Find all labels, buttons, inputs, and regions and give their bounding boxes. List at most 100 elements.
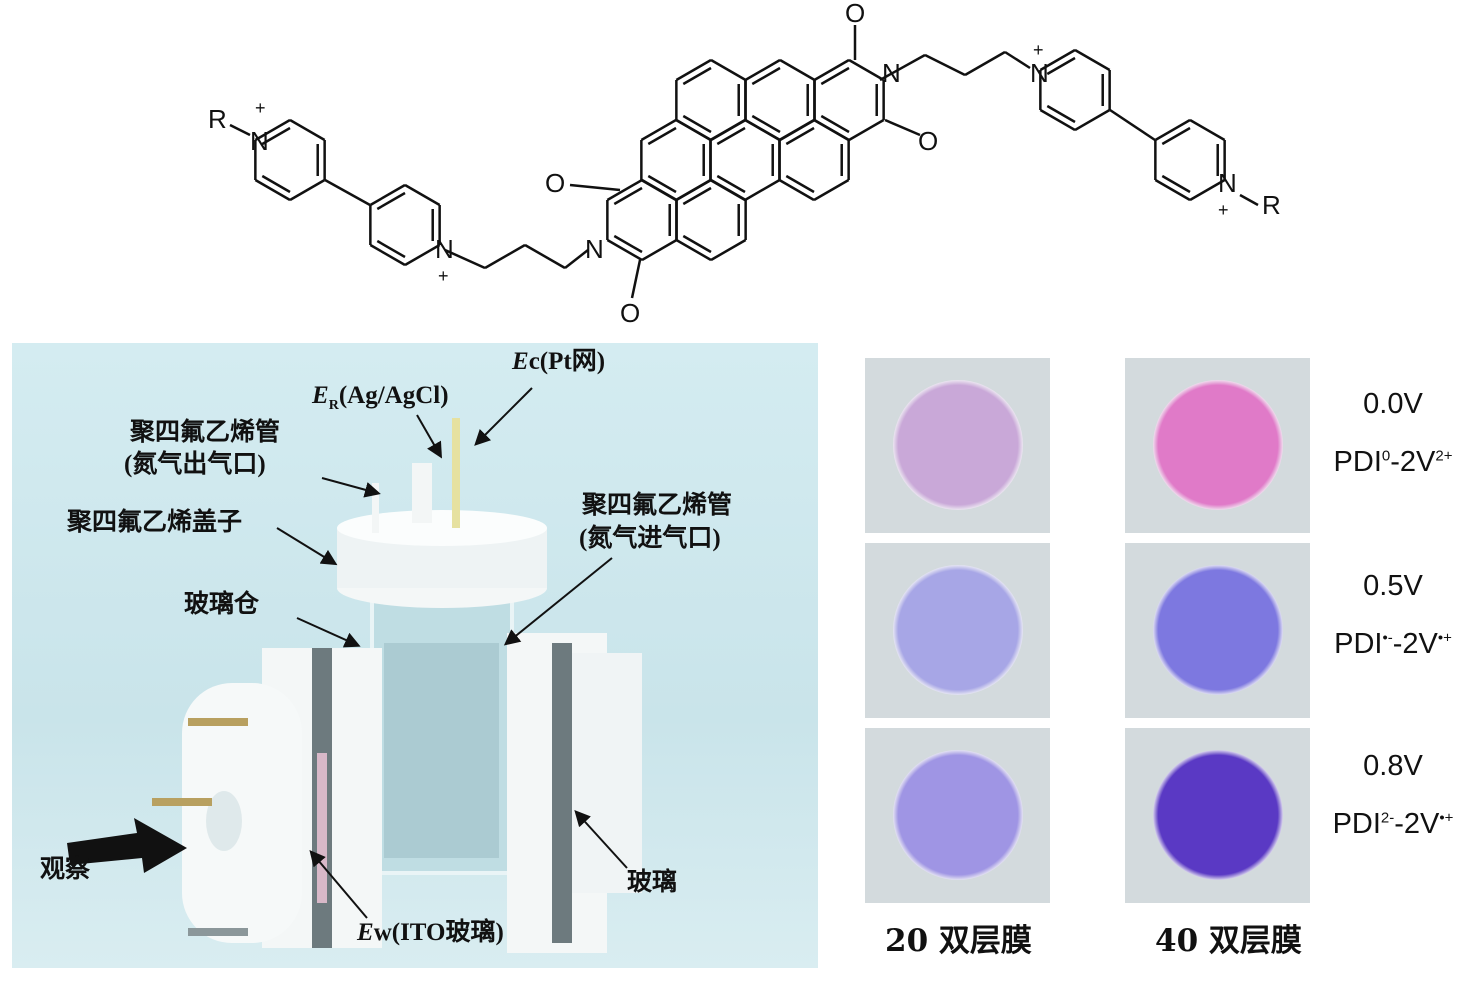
pyridinium-ring: [289, 118, 326, 142]
perylene-ring: [647, 126, 677, 146]
bond: [1239, 193, 1259, 207]
dish-photo: [865, 358, 1050, 533]
pyridinium-ring: [1161, 174, 1191, 194]
perylene-ring: [744, 118, 781, 142]
petri-dish: [893, 750, 1023, 880]
perylene-ring: [682, 114, 712, 134]
callout-arrow: [309, 849, 368, 919]
petri-dish: [893, 380, 1023, 510]
pyridinium-ring: [261, 126, 291, 146]
perylene-ring: [613, 186, 643, 206]
column-caption-40: 40 双层膜: [1155, 923, 1302, 959]
screw: [188, 928, 248, 936]
observation-window: [206, 791, 242, 851]
label-counter-electrode-text: c(Pt网): [528, 348, 606, 375]
callout-arrow: [474, 387, 533, 446]
dish-photo: [865, 543, 1050, 718]
bond: [630, 259, 642, 299]
pyridinium-ring: [1189, 118, 1226, 142]
species-pdi: PDI: [1333, 446, 1382, 478]
observe-arrow: [67, 818, 187, 873]
voltage-label: 0.5V: [1363, 570, 1423, 602]
perylene-ring: [640, 178, 677, 202]
bond: [444, 248, 486, 270]
perylene-ring: [710, 118, 747, 142]
bond: [564, 249, 589, 269]
oxygen: O: [845, 0, 865, 28]
column-caption-20: 20 双层膜: [885, 923, 1032, 959]
charge: +: [438, 266, 449, 286]
counter-electrode: [452, 418, 460, 528]
voltage-label: 0.0V: [1363, 388, 1423, 420]
right-plate: [572, 653, 642, 893]
perylene-ring: [647, 174, 677, 194]
perylene-ring: [779, 118, 816, 142]
pyridinium-ring: [1154, 118, 1191, 142]
label-reference-electrode-text: (Ag/AgCl): [338, 382, 449, 409]
label-ptfe-cap: 聚四氟乙烯盖子: [67, 509, 243, 536]
perylene-ring: [820, 114, 850, 134]
perylene-ring: [710, 178, 747, 202]
label-counter-electrode: Ec(Pt网): [512, 347, 605, 377]
label-glass-chamber: 玻璃仓: [184, 591, 260, 618]
species-pdi-charge: 0: [1381, 447, 1391, 465]
petri-dish: [1153, 750, 1283, 880]
charge: +: [255, 98, 266, 118]
r-group: R: [208, 104, 227, 134]
callout-arrow: [416, 414, 442, 459]
species-pdi-charge: 2-: [1380, 809, 1395, 827]
ptfe-cap-top: [337, 510, 547, 546]
label-n2-inlet: (氮气进气口): [579, 525, 721, 552]
screw: [188, 718, 248, 726]
perylene-ring: [682, 234, 712, 254]
label-working-electrode: Ew(ITO玻璃): [357, 918, 504, 948]
callout-arrow: [296, 617, 361, 648]
pyridinium-ring: [404, 243, 441, 267]
pyridinium-ring: [1074, 48, 1111, 72]
callout-arrow: [321, 477, 381, 498]
pyridinium-ring: [1189, 178, 1226, 202]
species-viologen: -2V: [1394, 808, 1440, 840]
pyridinium-ring: [1039, 48, 1076, 72]
perylene-ring: [785, 174, 815, 194]
bond: [924, 53, 966, 77]
perylene-ring: [640, 118, 677, 142]
label-reference-electrode: ER(Ag/AgCl): [312, 381, 449, 421]
bond: [524, 243, 566, 270]
label-reference-electrode-sub: R: [328, 398, 339, 413]
perylene-ring: [751, 66, 781, 86]
species-pdi: PDI: [1332, 808, 1381, 840]
oxygen: O: [918, 126, 938, 156]
species-viologen: -2V: [1392, 628, 1438, 660]
perylene-ring: [682, 186, 712, 206]
label-working-electrode-e: E: [357, 919, 374, 946]
nitrogen: N: [585, 234, 604, 264]
label-reference-electrode-e: E: [312, 382, 329, 409]
perylene-ring: [716, 174, 746, 194]
dish-photo: [1125, 728, 1310, 903]
perylene-ring: [606, 178, 643, 202]
chamber-interior: [384, 643, 499, 858]
label-ptfe-tube-out: 聚四氟乙烯管: [130, 419, 281, 446]
nitrogen: N: [435, 234, 454, 264]
label-observe: 观察: [40, 856, 91, 883]
pyridinium-ring: [254, 118, 291, 142]
bond: [229, 123, 251, 137]
perylene-ring: [710, 58, 747, 82]
bond: [884, 118, 921, 137]
perylene-ring: [813, 178, 850, 202]
nitrogen: N: [1218, 168, 1237, 198]
petri-dish: [1153, 380, 1283, 510]
bond: [1109, 108, 1156, 142]
dish-photo: [865, 728, 1050, 903]
oxygen: O: [620, 298, 640, 328]
perylene-ring: [778, 178, 815, 202]
bond: [964, 50, 1006, 77]
cell-illustration: [67, 387, 642, 953]
species-pdi-charge: •-: [1382, 629, 1393, 647]
perylene-ring: [682, 66, 712, 86]
perylene-ring: [744, 178, 781, 202]
bond: [1004, 50, 1031, 70]
petri-dish: [893, 565, 1023, 695]
oxygen: O: [545, 168, 565, 198]
